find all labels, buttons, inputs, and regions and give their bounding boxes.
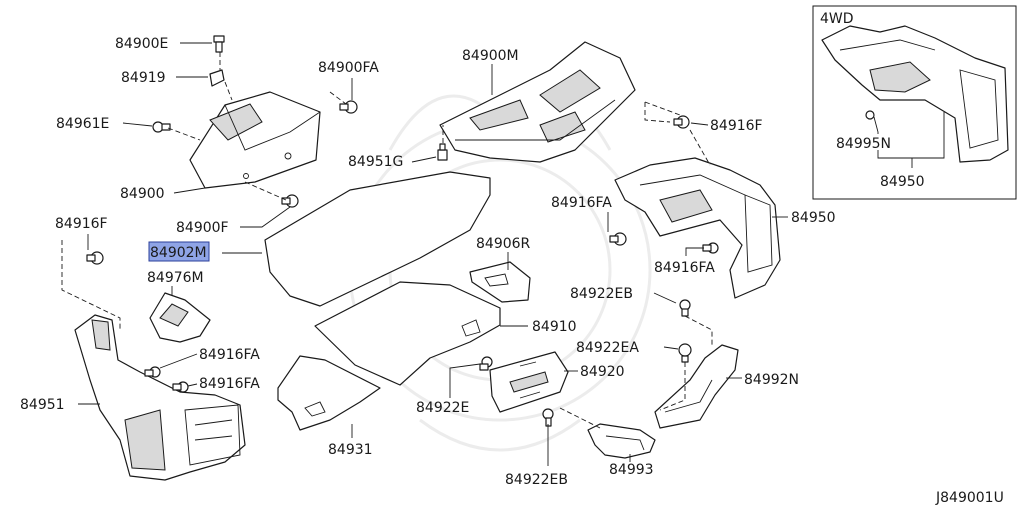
clip-84900FA-icon (339, 100, 358, 114)
label-84900M: 84900M (462, 48, 519, 64)
clip-84922EA-icon (678, 343, 692, 363)
clip-84916FA-b-icon (172, 381, 189, 393)
side-trim-84900 (189, 91, 321, 189)
inset-clip-icon (865, 110, 875, 120)
clip-84916FA-c-icon (609, 232, 627, 246)
bolt-84922E-icon (479, 356, 493, 371)
label-84995N: 84995N (836, 136, 891, 152)
figure-id: J849001U (935, 490, 1004, 506)
label-84950-inset: 84950 (880, 174, 925, 190)
label-84900: 84900 (120, 186, 165, 202)
inset-pocket (869, 61, 931, 93)
bolt-84922EB-lower-icon (542, 408, 554, 427)
label-84922EA: 84922EA (576, 340, 639, 356)
label-84922E: 84922E (416, 400, 469, 416)
bolt-84900E-icon (213, 35, 225, 53)
highlight-84902M (148, 241, 210, 262)
label-84906R: 84906R (476, 236, 531, 252)
label-84922EB-lower: 84922EB (505, 472, 568, 488)
bracket-84993 (587, 423, 656, 459)
mat-84910 (314, 281, 501, 386)
cover-84976M (149, 292, 211, 343)
trunk-lid-84900M (439, 41, 636, 163)
label-84902M: 84902M (150, 245, 207, 261)
side-trim-84951 (74, 314, 246, 481)
inset-4wd: 4WD (812, 5, 1017, 200)
label-84951G: 84951G (348, 154, 403, 170)
inset-title: 4WD (820, 11, 854, 27)
trunk-mat-84902M (264, 171, 491, 307)
label-84916F-right: 84916F (710, 118, 763, 134)
label-84900F: 84900F (176, 220, 229, 236)
clip-84916FA-a-icon (144, 366, 161, 378)
inset-frame (812, 5, 1017, 200)
label-84919: 84919 (121, 70, 166, 86)
trim-84992N (654, 344, 739, 429)
label-84916FA-d: 84916FA (654, 260, 715, 276)
label-84951: 84951 (20, 397, 65, 413)
mat-84931 (277, 355, 381, 431)
label-84916FA-c: 84916FA (551, 195, 612, 211)
label-84992N: 84992N (744, 372, 799, 388)
clip-84922EB-upper-icon (679, 299, 691, 317)
clip-84916FA-d-icon (702, 242, 719, 254)
clip-84961E-icon (152, 121, 171, 133)
pad-84906R (469, 261, 531, 303)
label-84976M: 84976M (147, 270, 204, 286)
clip-84900F-icon (281, 194, 299, 208)
clip-84951G-icon (437, 143, 448, 161)
clip-84916F-left-icon (86, 251, 104, 265)
label-84931: 84931 (328, 442, 373, 458)
label-84900FA: 84900FA (318, 60, 379, 76)
clip-84919-icon (209, 69, 225, 87)
label-84993: 84993 (609, 462, 654, 478)
label-84920: 84920 (580, 364, 625, 380)
bracket-84920 (489, 351, 569, 413)
label-84900E: 84900E (115, 36, 168, 52)
inset-trim-84950 (821, 25, 1009, 163)
label-84950: 84950 (791, 210, 836, 226)
label-84961E: 84961E (56, 116, 109, 132)
label-84922EB-upper: 84922EB (570, 286, 633, 302)
label-84916FA-a: 84916FA (199, 347, 260, 363)
clip-84916F-right-icon (673, 115, 690, 129)
label-84916FA-b: 84916FA (199, 376, 260, 392)
side-trim-84950 (614, 157, 781, 299)
label-84916F-left: 84916F (55, 216, 108, 232)
inset-side-panel (959, 69, 999, 149)
label-84910: 84910 (532, 319, 577, 335)
